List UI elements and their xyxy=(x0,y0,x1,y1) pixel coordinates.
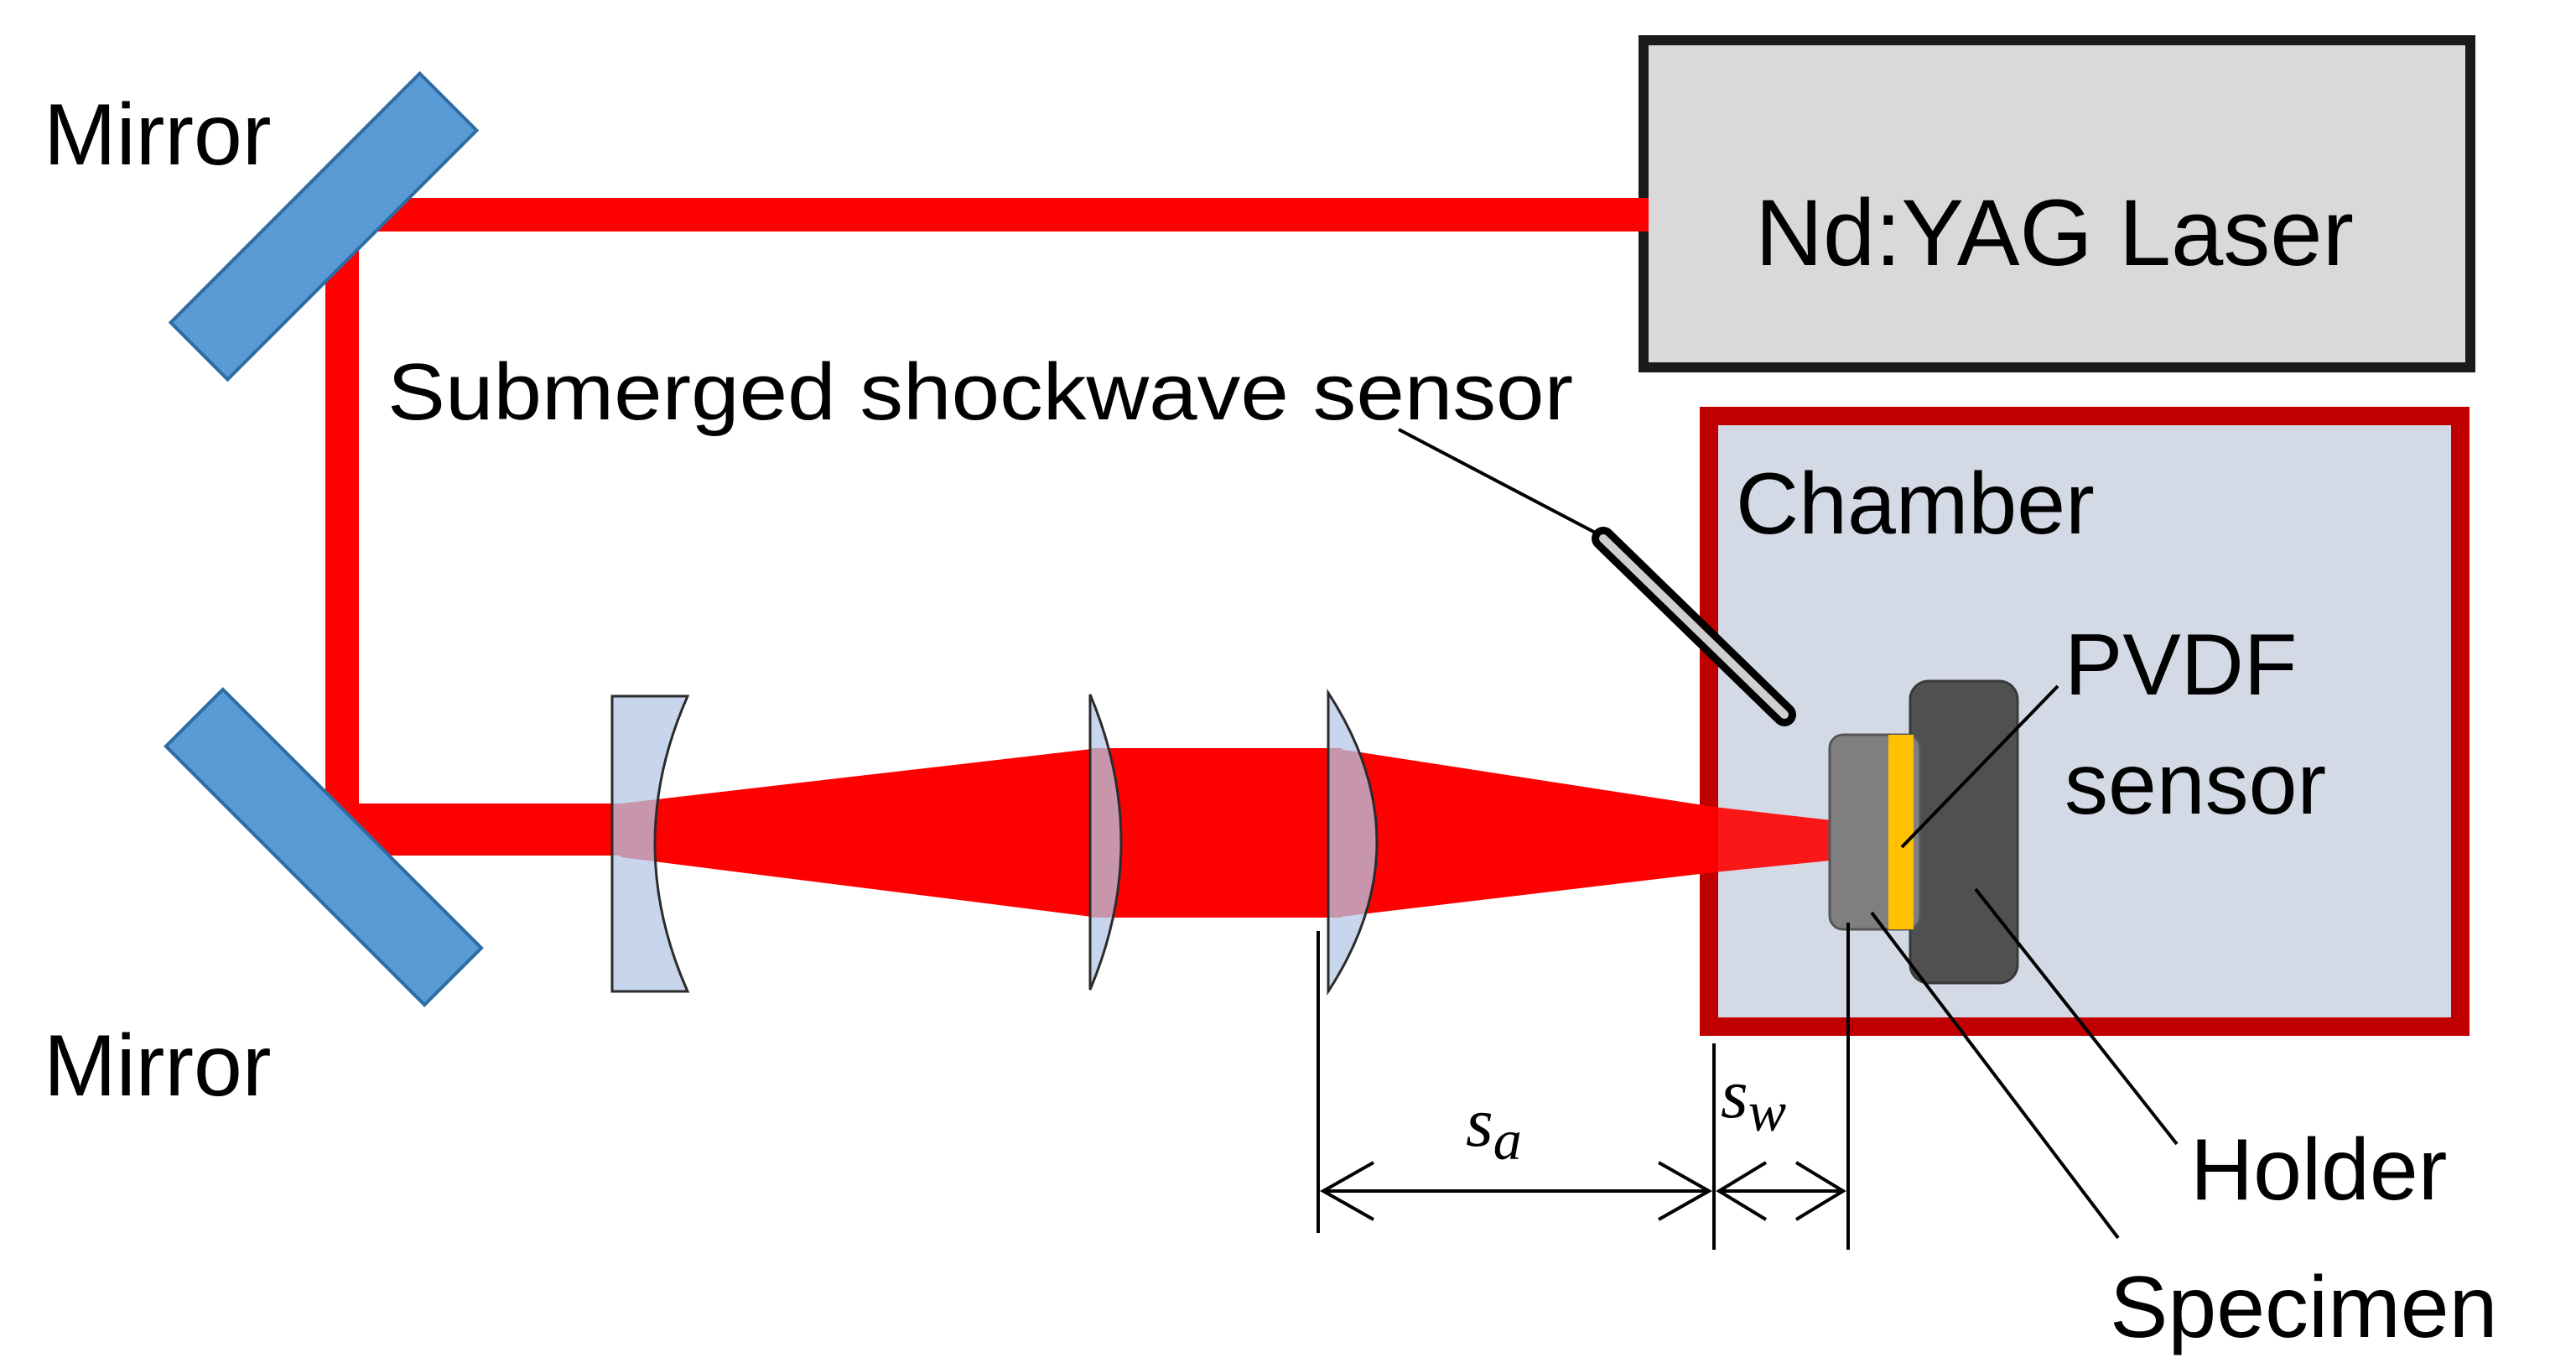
holder-label: Holder xyxy=(2190,1121,2447,1219)
mirror-bottom xyxy=(164,687,484,1007)
shockwave-sensor-probe xyxy=(1599,534,1789,719)
pvdf-leader xyxy=(1900,684,2059,849)
collimated-beam xyxy=(1090,748,1342,918)
mirror-top-label: Mirror xyxy=(44,86,271,184)
mirror-top xyxy=(168,70,480,382)
sa-label-sub: a xyxy=(1493,1108,1522,1172)
pvdf-sensor xyxy=(1888,735,1914,929)
specimen-leader xyxy=(1870,911,2120,1240)
sa-label: sa xyxy=(1466,1084,1522,1172)
holder xyxy=(1909,679,2019,985)
sw-label-sub: w xyxy=(1748,1079,1786,1143)
concave-lens xyxy=(610,694,690,993)
expanding-beam xyxy=(621,748,1098,918)
pvdf-label-line2: sensor xyxy=(2064,736,2326,833)
converging-beam xyxy=(1333,748,1714,918)
convex-lens-2 xyxy=(1327,688,1379,996)
sa-label-main: s xyxy=(1466,1084,1493,1162)
sw-label: sw xyxy=(1721,1055,1786,1143)
pvdf-label-line1: PVDF xyxy=(2064,616,2297,714)
specimen-label: Specimen xyxy=(2110,1259,2497,1356)
laser-box xyxy=(1639,35,2475,372)
sw-label-main: s xyxy=(1721,1055,1748,1133)
shockwave-sensor-leader xyxy=(1398,428,1604,538)
convex-lens-1 xyxy=(1088,694,1123,991)
beam-in-water xyxy=(1714,807,1846,872)
laser-beam-path xyxy=(325,198,1649,859)
dimension-lines xyxy=(1317,923,1850,1250)
laser-label: Nd:YAG Laser xyxy=(1755,180,2354,285)
chamber-label: Chamber xyxy=(1736,455,2095,553)
holder-leader xyxy=(1974,887,2179,1146)
mirror-bottom-label: Mirror xyxy=(44,1017,271,1115)
shockwave-sensor-label: Submerged shockwave sensor xyxy=(387,347,1573,437)
